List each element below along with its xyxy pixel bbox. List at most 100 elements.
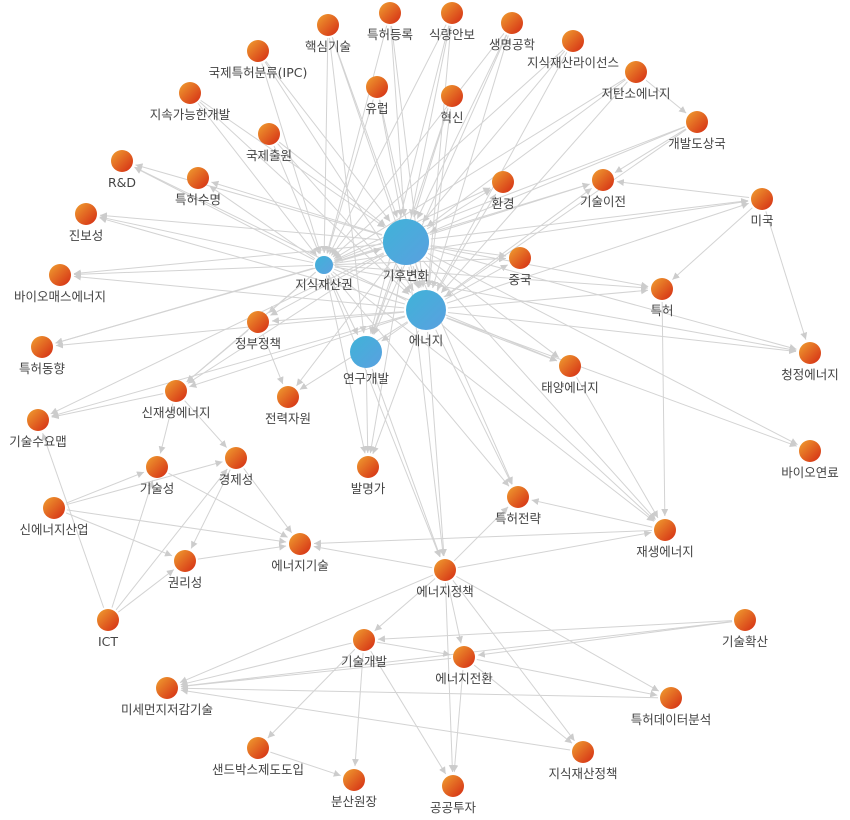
node-circle[interactable] <box>654 519 676 541</box>
node-new_energy_ind[interactable]: 신에너지산업 <box>19 497 89 537</box>
node-circle[interactable] <box>366 76 388 98</box>
node-ip[interactable]: 지식재산권 <box>295 256 353 292</box>
node-circle[interactable] <box>247 40 269 62</box>
node-ipc[interactable]: 국제특허분류(IPC) <box>209 40 308 80</box>
node-inventor[interactable]: 발명가 <box>351 456 386 496</box>
node-progress[interactable]: 진보성 <box>69 203 104 243</box>
node-renewable[interactable]: 재생에너지 <box>636 519 694 559</box>
node-bio_fuel[interactable]: 바이오연료 <box>781 440 839 480</box>
node-circle[interactable] <box>156 677 178 699</box>
node-circle[interactable] <box>225 447 247 469</box>
node-patent_data[interactable]: 특허데이터분석 <box>631 687 712 727</box>
node-circle[interactable] <box>247 311 269 333</box>
node-circle[interactable] <box>501 12 523 34</box>
node-patent_name[interactable]: 특허수명 <box>175 167 221 207</box>
node-circle[interactable] <box>315 256 333 274</box>
node-circle[interactable] <box>174 550 196 572</box>
node-sustainable[interactable]: 지속가능한개발 <box>150 82 231 122</box>
node-patent_trend[interactable]: 특허동향 <box>19 336 66 376</box>
node-circle[interactable] <box>507 486 529 508</box>
node-circle[interactable] <box>592 169 614 191</box>
node-public_inv[interactable]: 공공투자 <box>430 775 477 815</box>
node-tech_spread[interactable]: 기술확산 <box>722 609 769 649</box>
node-solar[interactable]: 태양에너지 <box>541 355 599 395</box>
node-circle[interactable] <box>258 123 280 145</box>
node-circle[interactable] <box>187 167 209 189</box>
node-circle[interactable] <box>434 559 456 581</box>
node-circle[interactable] <box>350 336 382 368</box>
node-circle[interactable] <box>317 14 339 36</box>
node-circle[interactable] <box>97 609 119 631</box>
node-distributed[interactable]: 분산원장 <box>331 769 378 809</box>
node-usa[interactable]: 미국 <box>750 188 774 228</box>
node-tech_dev[interactable]: 기술개발 <box>341 629 388 669</box>
node-rights[interactable]: 권리성 <box>168 550 203 590</box>
node-circle[interactable] <box>441 85 463 107</box>
node-fine_dust[interactable]: 미세먼지저감기술 <box>121 677 213 717</box>
node-clean_energy[interactable]: 청정에너지 <box>781 342 839 382</box>
node-new_renew[interactable]: 신재생에너지 <box>141 380 211 420</box>
node-circle[interactable] <box>383 219 429 265</box>
node-circle[interactable] <box>751 188 773 210</box>
node-circle[interactable] <box>357 456 379 478</box>
node-circle[interactable] <box>165 380 187 402</box>
node-circle[interactable] <box>353 629 375 651</box>
node-circle[interactable] <box>562 30 584 52</box>
node-power_res[interactable]: 전력자원 <box>265 386 311 426</box>
node-circle[interactable] <box>289 533 311 555</box>
node-circle[interactable] <box>343 769 365 791</box>
node-low_carbon[interactable]: 저탄소에너지 <box>601 61 671 101</box>
node-ict[interactable]: ICT <box>97 609 119 649</box>
node-circle[interactable] <box>379 2 401 24</box>
node-patent_strategy[interactable]: 특허전략 <box>495 486 542 526</box>
node-climate[interactable]: 기후변화 <box>383 219 430 283</box>
node-circle[interactable] <box>75 203 97 225</box>
node-innovation[interactable]: 혁신 <box>440 85 464 125</box>
node-food_sec[interactable]: 식량안보 <box>429 2 475 42</box>
node-gov_policy[interactable]: 정부정책 <box>235 311 281 351</box>
node-circle[interactable] <box>734 609 756 631</box>
node-circle[interactable] <box>509 247 531 269</box>
node-circle[interactable] <box>799 342 821 364</box>
node-circle[interactable] <box>179 82 201 104</box>
node-patent_reg[interactable]: 특허등록 <box>367 2 413 42</box>
node-circle[interactable] <box>559 355 581 377</box>
node-ip_license[interactable]: 지식재산라이선스 <box>527 30 619 70</box>
node-circle[interactable] <box>799 440 821 462</box>
node-circle[interactable] <box>49 264 71 286</box>
node-technicality[interactable]: 기술성 <box>140 456 175 496</box>
node-circle[interactable] <box>441 2 463 24</box>
node-energy_trans[interactable]: 에너지전환 <box>435 646 493 686</box>
node-circle[interactable] <box>277 386 299 408</box>
node-energy[interactable]: 에너지 <box>406 290 446 348</box>
node-circle[interactable] <box>492 171 514 193</box>
node-energy_policy[interactable]: 에너지정책 <box>416 559 474 599</box>
node-environment[interactable]: 환경 <box>491 171 515 211</box>
node-circle[interactable] <box>660 687 682 709</box>
node-circle[interactable] <box>686 111 708 133</box>
node-rnd_research[interactable]: 연구개발 <box>343 336 390 386</box>
node-circle[interactable] <box>31 336 53 358</box>
node-europe[interactable]: 유럽 <box>365 76 389 116</box>
node-rnd[interactable]: R&D <box>108 150 136 190</box>
node-developing[interactable]: 개발도상국 <box>668 111 726 151</box>
node-circle[interactable] <box>146 456 168 478</box>
node-circle[interactable] <box>453 646 475 668</box>
node-tech_map[interactable]: 기술수요맵 <box>9 409 67 449</box>
node-ip_policy[interactable]: 지식재산정책 <box>548 741 618 781</box>
node-circle[interactable] <box>651 278 673 300</box>
node-core_tech[interactable]: 핵심기술 <box>305 14 351 54</box>
node-circle[interactable] <box>625 61 647 83</box>
node-circle[interactable] <box>43 497 65 519</box>
node-economy[interactable]: 경제성 <box>219 447 254 487</box>
node-circle[interactable] <box>247 737 269 759</box>
node-china[interactable]: 중국 <box>508 247 532 287</box>
node-biomass[interactable]: 바이오매스에너지 <box>14 264 106 304</box>
node-circle[interactable] <box>572 741 594 763</box>
node-patent[interactable]: 특허 <box>650 278 674 318</box>
node-energy_tech[interactable]: 에너지기술 <box>271 533 329 573</box>
node-circle[interactable] <box>111 150 133 172</box>
node-circle[interactable] <box>406 290 446 330</box>
node-intl_filing[interactable]: 국제출원 <box>246 123 292 163</box>
node-circle[interactable] <box>442 775 464 797</box>
